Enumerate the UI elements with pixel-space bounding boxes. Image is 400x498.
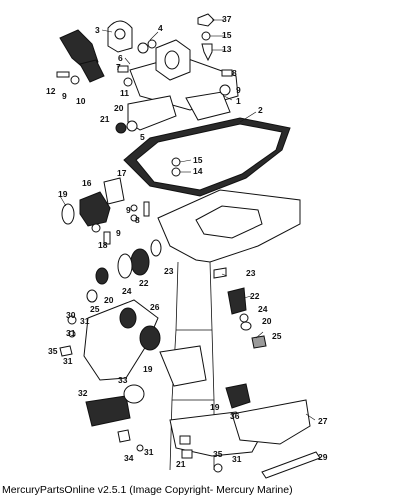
callout-23a: 23 (164, 266, 174, 276)
callout-18: 18 (98, 240, 108, 250)
callout-24a: 24 (122, 286, 132, 296)
callout-3: 3 (95, 25, 100, 35)
callout-9a: 9 (62, 91, 67, 101)
lower-mount-bracket (59, 299, 161, 381)
callout-8a: 8 (232, 68, 237, 78)
upper-mount-assembly (61, 177, 150, 245)
callout-29: 29 (318, 452, 328, 462)
driveshaft-housing (157, 189, 301, 471)
callout-9d: 9 (126, 205, 131, 215)
callout-21a: 21 (100, 114, 110, 124)
callout-31d: 31 (144, 447, 154, 457)
leader-lines (59, 19, 316, 421)
callout-16: 16 (82, 178, 92, 188)
callout-9b: 9 (236, 85, 241, 95)
callout-1: 1 (236, 96, 241, 106)
callout-25a: 25 (90, 304, 100, 314)
callout-31e: 31 (232, 454, 242, 464)
callout-24b: 24 (258, 304, 268, 314)
callout-27: 27 (318, 416, 328, 426)
callout-21b: 21 (176, 459, 186, 469)
callout-12: 12 (46, 86, 56, 96)
right-mount-parts (213, 267, 267, 349)
callout-35b: 35 (213, 449, 223, 459)
callout-20b: 20 (104, 295, 114, 305)
callout-10: 10 (76, 96, 86, 106)
callout-31b: 31 (66, 328, 76, 338)
callout-17: 17 (117, 168, 127, 178)
callout-22a: 22 (139, 278, 149, 288)
callout-34: 34 (124, 453, 134, 463)
callout-35a: 35 (48, 346, 58, 356)
callout-6: 6 (118, 53, 123, 63)
center-mount-parts (86, 239, 162, 303)
gasket-plate (123, 117, 291, 197)
callout-2: 2 (258, 105, 263, 115)
callout-20c: 20 (262, 316, 272, 326)
callout-31c: 31 (63, 356, 73, 366)
callout-19b: 19 (143, 364, 153, 374)
callout-15a: 15 (222, 30, 232, 40)
callout-37: 37 (222, 14, 232, 24)
callout-4: 4 (158, 23, 163, 33)
callout-23b: 23 (246, 268, 256, 278)
callout-31a: 31 (80, 316, 90, 326)
callout-30: 30 (66, 310, 76, 320)
lower-left-mount (85, 384, 145, 452)
callout-26: 26 (150, 302, 160, 312)
clamp-bracket-assembly (56, 20, 239, 134)
callout-11: 11 (120, 88, 129, 98)
image-caption: MercuryPartsOnline v2.5.1 (Image Copyrig… (2, 484, 293, 496)
callout-8b: 8 (135, 215, 140, 225)
callout-14: 14 (193, 166, 203, 176)
top-right-fasteners (197, 13, 215, 62)
callout-20a: 20 (114, 103, 124, 113)
callout-13: 13 (222, 44, 232, 54)
callout-15b: 15 (193, 155, 203, 165)
callout-36: 36 (230, 411, 240, 421)
callout-22b: 22 (250, 291, 260, 301)
callout-19a: 19 (58, 189, 68, 199)
callout-19c: 19 (210, 402, 220, 412)
callout-25b: 25 (272, 331, 282, 341)
callout-5: 5 (140, 132, 145, 142)
callout-7: 7 (116, 62, 121, 72)
callout-9c: 9 (116, 228, 121, 238)
callout-labels: 3 4 6 7 11 9 12 10 37 15 13 8 9 1 20 21 … (46, 14, 328, 469)
callout-32: 32 (78, 388, 88, 398)
callout-33: 33 (118, 375, 128, 385)
rear-cover-assembly (179, 383, 321, 479)
